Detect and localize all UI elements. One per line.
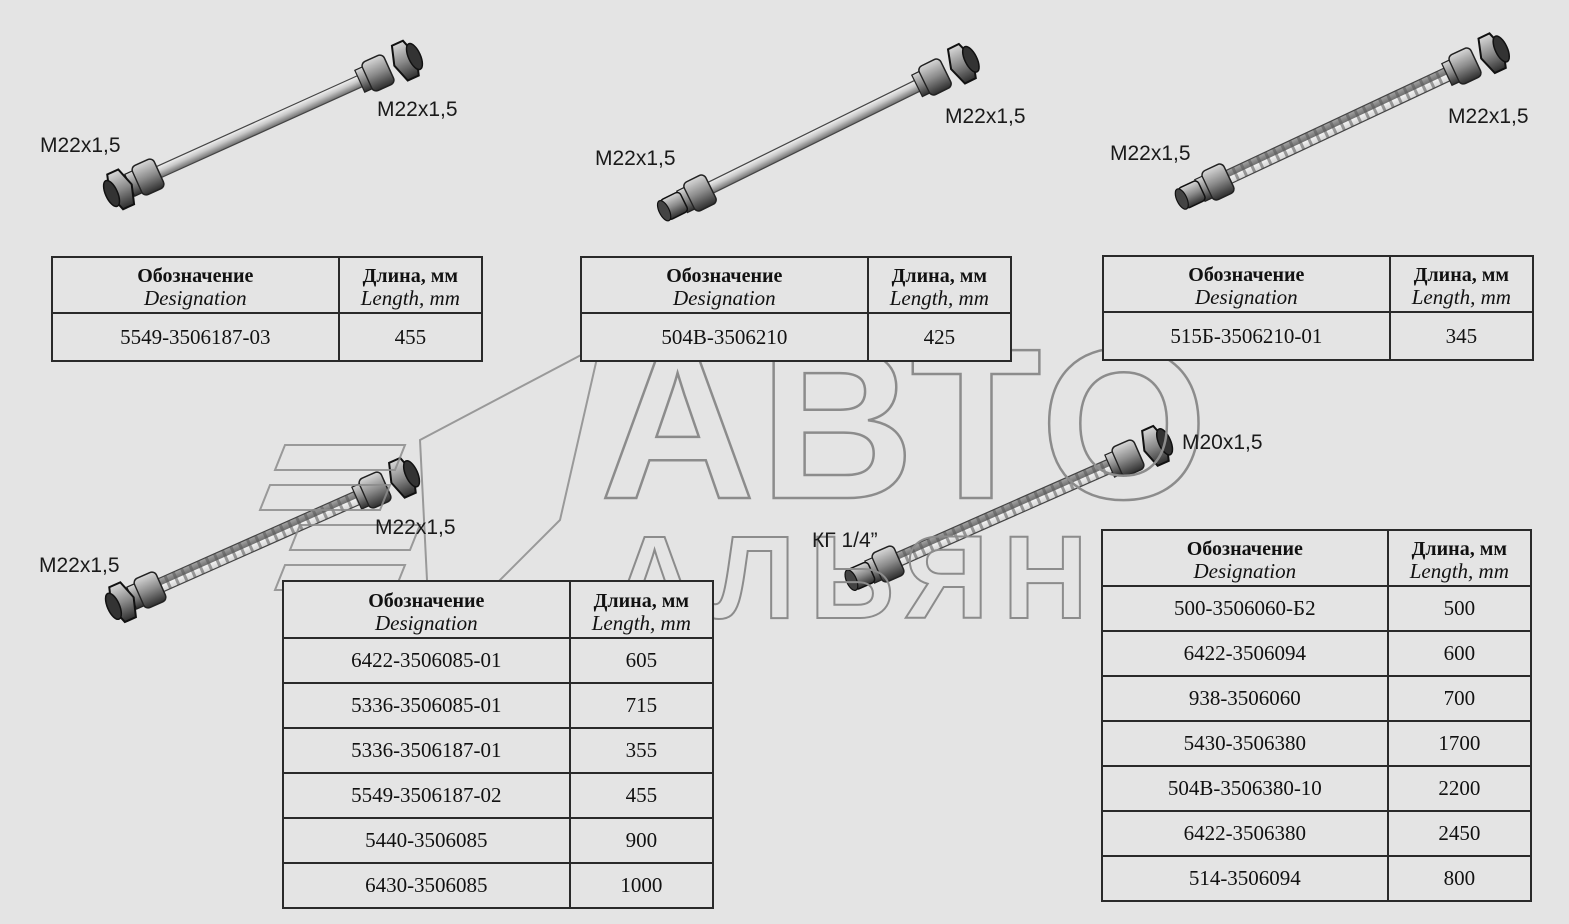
designation-cell: 500-3506060-Б2 bbox=[1101, 585, 1389, 632]
hose-fitting-right bbox=[351, 456, 421, 510]
length-cell: 2200 bbox=[1386, 765, 1533, 812]
hose-fitting-right bbox=[910, 42, 980, 98]
designation-cell: 504B-3506380-10 bbox=[1101, 765, 1389, 812]
hose-1-thread-right-label: M22x1,5 bbox=[377, 98, 458, 121]
hose-fitting-right bbox=[354, 39, 424, 93]
hose-fitting-left bbox=[656, 174, 717, 222]
hose-fitting-right bbox=[1440, 32, 1511, 87]
hose-fitting-left bbox=[102, 158, 165, 211]
length-cell: 500 bbox=[1386, 585, 1533, 632]
hose-1-illustration bbox=[102, 39, 424, 211]
hose-4-thread-right-label: M22x1,5 bbox=[375, 516, 456, 539]
hose-5-thread-left-label: КГ 1/4” bbox=[812, 529, 878, 552]
hose-3-thread-left-label: M22x1,5 bbox=[1110, 142, 1191, 165]
hose-1-thread-left-label: M22x1,5 bbox=[40, 134, 121, 157]
hose-fitting-left bbox=[104, 571, 167, 624]
length-cell: 800 bbox=[1386, 855, 1533, 902]
table-row: 504B-3506210 425 bbox=[580, 312, 1013, 362]
length-cell: 715 bbox=[568, 682, 715, 729]
length-cell: 900 bbox=[568, 817, 715, 864]
designation-cell: 514-3506094 bbox=[1101, 855, 1389, 902]
designation-cell: 504B-3506210 bbox=[580, 312, 869, 362]
table-row: 5549-3506187-03 455 bbox=[51, 312, 484, 362]
hose-2-thread-right-label: M22x1,5 bbox=[945, 105, 1026, 128]
length-cell: 2450 bbox=[1386, 810, 1533, 857]
designation-cell: 515Б-3506210-01 bbox=[1102, 311, 1391, 361]
hose-tube bbox=[698, 73, 937, 197]
length-cell: 455 bbox=[568, 772, 715, 819]
designation-cell: 6422-3506085-01 bbox=[282, 637, 571, 684]
length-cell: 455 bbox=[337, 312, 484, 362]
designation-cell: 5549-3506187-02 bbox=[282, 772, 571, 819]
designation-cell: 5336-3506187-01 bbox=[282, 727, 571, 774]
length-cell: 425 bbox=[866, 312, 1013, 362]
designation-cell: 6430-3506085 bbox=[282, 862, 571, 909]
length-cell: 605 bbox=[568, 637, 715, 684]
length-cell: 1700 bbox=[1386, 720, 1533, 767]
hose-tube bbox=[1216, 61, 1467, 187]
designation-cell: 5549-3506187-03 bbox=[51, 312, 340, 362]
hose-2-illustration bbox=[656, 42, 980, 222]
length-cell: 700 bbox=[1386, 675, 1533, 722]
length-cell: 600 bbox=[1386, 630, 1533, 677]
hose-fitting-left bbox=[844, 545, 905, 592]
hose-3-illustration bbox=[1174, 32, 1511, 210]
designation-cell: 6422-3506094 bbox=[1101, 630, 1389, 677]
hose-3-thread-right-label: M22x1,5 bbox=[1448, 105, 1529, 128]
length-cell: 345 bbox=[1388, 311, 1535, 361]
hose-4-thread-left-label: M22x1,5 bbox=[39, 554, 120, 577]
table-row: 515Б-3506210-01 345 bbox=[1102, 311, 1535, 361]
designation-cell: 5440-3506085 bbox=[282, 817, 571, 864]
designation-cell: 5430-3506380 bbox=[1101, 720, 1389, 767]
hose-5-illustration bbox=[844, 424, 1174, 592]
length-cell: 355 bbox=[568, 727, 715, 774]
hose-5-thread-right-label: M20x1,5 bbox=[1182, 431, 1263, 454]
designation-cell: 5336-3506085-01 bbox=[282, 682, 571, 729]
hose-tube bbox=[146, 68, 380, 182]
hose-fitting-left bbox=[1174, 163, 1235, 210]
hose-2-thread-left-label: M22x1,5 bbox=[595, 147, 676, 170]
designation-cell: 938-3506060 bbox=[1101, 675, 1389, 722]
designation-cell: 6422-3506380 bbox=[1101, 810, 1389, 857]
length-cell: 1000 bbox=[568, 862, 715, 909]
hose-fitting-right bbox=[1104, 424, 1174, 478]
hose-tube bbox=[886, 453, 1130, 569]
